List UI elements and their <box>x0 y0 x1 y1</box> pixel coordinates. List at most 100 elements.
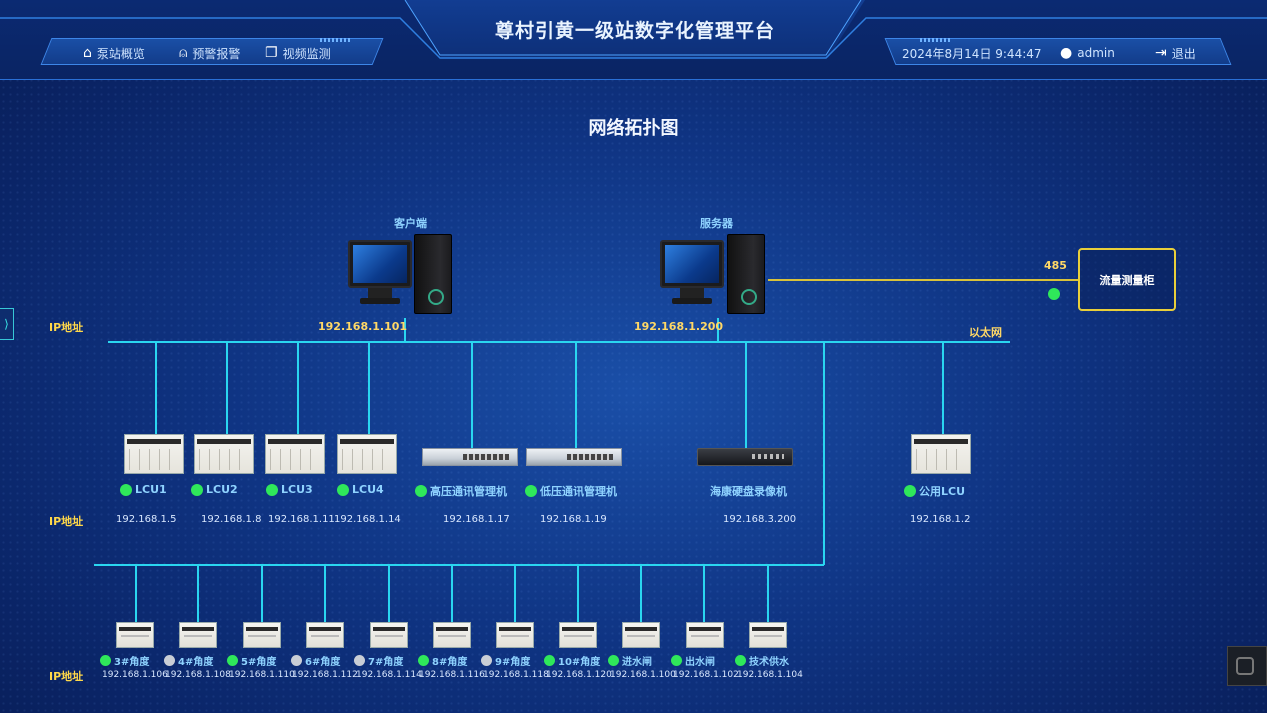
nav-video[interactable]: ❐ 视频监测 <box>265 45 331 61</box>
lcu2-cabinet[interactable] <box>194 434 254 474</box>
client-monitor[interactable] <box>348 240 412 288</box>
server-monitor[interactable] <box>660 240 724 288</box>
status-dot <box>608 655 619 666</box>
device-ip: 192.168.1.104 <box>737 670 803 680</box>
ip-label-top: IP地址 <box>49 321 84 334</box>
public-lcu-cabinet[interactable] <box>911 434 971 474</box>
device-label: LCU2 <box>191 483 238 496</box>
server-label: 服务器 <box>700 217 733 230</box>
status-dot <box>481 655 492 666</box>
angle-5-cabinet[interactable] <box>243 622 281 648</box>
angle-9-cabinet[interactable] <box>496 622 534 648</box>
angle-7-cabinet[interactable] <box>370 622 408 648</box>
server-monitor-base <box>672 298 712 304</box>
server-tower[interactable] <box>727 234 765 314</box>
device-ip: 192.168.1.106 <box>102 670 168 680</box>
device-ip: 192.168.1.112 <box>292 670 358 680</box>
status-dot <box>337 483 349 496</box>
lcu4-cabinet[interactable] <box>337 434 397 474</box>
status-dot <box>164 655 175 666</box>
status-dot <box>191 483 203 496</box>
device-label: 7#角度 <box>354 653 403 668</box>
logout-label: 退出 <box>1171 46 1196 61</box>
datetime-text: 2024年8月14日 9:44:47 <box>902 46 1042 61</box>
sidebar-toggle[interactable]: ⟩ <box>0 308 14 340</box>
client-ip: 192.168.1.101 <box>318 320 408 333</box>
hv-comm-manager[interactable] <box>422 448 518 466</box>
device-ip: 192.168.1.100 <box>610 670 676 680</box>
nav-alarm[interactable]: ⍝ 预警报警 <box>179 45 240 61</box>
client-monitor-base <box>360 298 400 304</box>
expand-icon: ⟩ <box>4 317 9 331</box>
nav-overview[interactable]: ⌂ 泵站概览 <box>83 45 145 61</box>
device-label: 10#角度 <box>544 653 600 668</box>
logout-button[interactable]: ⇥ 退出 <box>1155 45 1196 61</box>
status-dot <box>525 485 537 497</box>
user-icon: ● <box>1060 45 1073 61</box>
device-ip: 192.168.1.5 <box>116 514 177 525</box>
lv-comm-manager[interactable] <box>526 448 622 466</box>
flow-measurement-cabinet[interactable]: 流量测量柜 <box>1078 248 1176 311</box>
lcu1-cabinet[interactable] <box>124 434 184 474</box>
server-ip: 192.168.1.200 <box>634 320 724 333</box>
tech-water-cabinet[interactable] <box>749 622 787 648</box>
device-ip: 192.168.1.11 <box>268 514 335 525</box>
status-dot <box>291 655 302 666</box>
client-monitor-stand <box>368 288 392 298</box>
inlet-gate-cabinet[interactable] <box>622 622 660 648</box>
device-label: 4#角度 <box>164 653 213 668</box>
device-label: 高压通讯管理机 <box>415 483 507 499</box>
device-ip: 192.168.1.120 <box>546 670 612 680</box>
device-ip: 192.168.1.14 <box>334 514 401 525</box>
device-label: LCU3 <box>266 483 313 496</box>
nav-alarm-label: 预警报警 <box>192 46 241 61</box>
status-dot <box>354 655 365 666</box>
device-ip: 192.168.1.19 <box>540 514 607 525</box>
device-ip: 192.168.1.108 <box>165 670 231 680</box>
top-bar: 尊村引黄一级站数字化管理平台 ⌂ 泵站概览 ⍝ 预警报警 ❐ 视频监测 2024… <box>0 0 1267 80</box>
device-label: 进水闸 <box>608 653 652 668</box>
device-label: LCU4 <box>337 483 384 496</box>
angle-4-cabinet[interactable] <box>179 622 217 648</box>
user-name: admin <box>1077 46 1115 60</box>
device-label: 低压通讯管理机 <box>525 483 617 499</box>
logout-icon: ⇥ <box>1155 45 1167 61</box>
device-label: 技术供水 <box>735 653 789 668</box>
ip-label-mid: IP地址 <box>49 515 84 528</box>
device-label: 6#角度 <box>291 653 340 668</box>
angle-3-cabinet[interactable] <box>116 622 154 648</box>
status-dot <box>266 483 278 496</box>
flow-status-dot <box>1048 288 1060 300</box>
device-label: 8#角度 <box>418 653 467 668</box>
device-ip: 192.168.1.2 <box>910 514 971 525</box>
angle-8-cabinet[interactable] <box>433 622 471 648</box>
status-dot <box>120 483 132 496</box>
ip-label-bottom: IP地址 <box>49 670 84 683</box>
status-dot <box>904 485 916 497</box>
client-tower[interactable] <box>414 234 452 314</box>
app-title: 尊村引黄一级站数字化管理平台 <box>494 20 775 42</box>
device-ip: 192.168.1.116 <box>419 670 485 680</box>
device-ip: 192.168.1.110 <box>229 670 295 680</box>
hik-nvr[interactable] <box>697 448 793 466</box>
device-ip: 192.168.1.17 <box>443 514 510 525</box>
server-monitor-stand <box>680 288 704 298</box>
angle-10-cabinet[interactable] <box>559 622 597 648</box>
device-ip: 192.168.1.8 <box>201 514 262 525</box>
ethernet-label: 以太网 <box>969 326 1002 339</box>
user-menu[interactable]: ● admin <box>1060 45 1115 61</box>
floating-widget-button[interactable] <box>1227 646 1267 686</box>
angle-6-cabinet[interactable] <box>306 622 344 648</box>
lcu3-cabinet[interactable] <box>265 434 325 474</box>
status-dot <box>100 655 111 666</box>
client-label: 客户端 <box>394 217 427 230</box>
status-dot <box>671 655 682 666</box>
rs485-label: 485 <box>1044 259 1067 272</box>
home-icon: ⌂ <box>83 45 92 61</box>
device-label: 5#角度 <box>227 653 276 668</box>
device-label: 9#角度 <box>481 653 530 668</box>
video-icon: ❐ <box>265 45 278 61</box>
outlet-gate-cabinet[interactable] <box>686 622 724 648</box>
